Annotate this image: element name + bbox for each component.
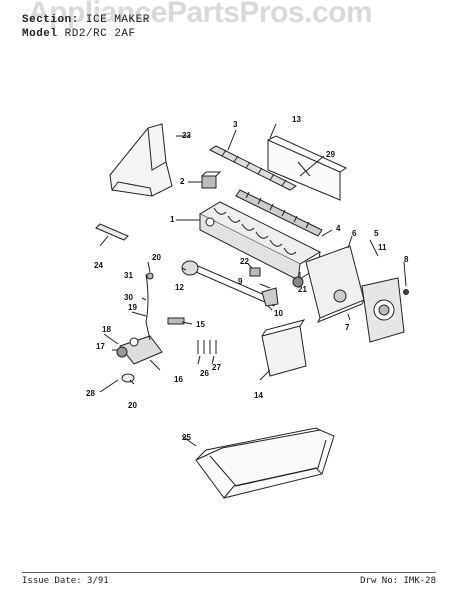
callout-26: 26 (200, 369, 209, 378)
part-28-clamp[interactable] (121, 373, 135, 383)
callout-3: 3 (233, 120, 238, 129)
callout-2: 2 (180, 177, 185, 186)
part-25-ice-bin[interactable] (195, 427, 335, 499)
callout-11: 11 (378, 243, 387, 252)
callout-23: 23 (182, 131, 191, 140)
callout-6: 6 (352, 229, 357, 238)
part-3-stripper[interactable] (209, 145, 297, 191)
drawing-no-label: Drw No: (360, 576, 399, 586)
callout-29: 29 (326, 150, 335, 159)
callout-21: 21 (298, 285, 307, 294)
callout-27: 27 (212, 363, 221, 372)
callout-30: 30 (124, 293, 133, 302)
part-6-housing[interactable] (305, 245, 365, 323)
callout-12: 12 (175, 283, 184, 292)
callout-25: 25 (182, 433, 191, 442)
issue-date-value: 3/91 (87, 576, 109, 586)
issue-date-label: Issue Date: (22, 576, 82, 586)
part-1-mold[interactable] (198, 201, 322, 281)
model-label: Model (22, 28, 58, 40)
callout-18: 18 (102, 325, 111, 334)
section-line: Section: ICE MAKER (22, 14, 150, 26)
callout-31: 31 (124, 271, 133, 280)
model-value: RD2/RC 2AF (64, 28, 136, 40)
part-16-valve[interactable] (116, 335, 163, 365)
callout-20: 20 (128, 401, 137, 410)
part-14-cover[interactable] (261, 319, 307, 377)
callout-19: 19 (128, 303, 137, 312)
callout-4: 4 (336, 224, 341, 233)
callout-22: 22 (240, 257, 249, 266)
callout-24: 24 (94, 261, 103, 270)
part-4-ejector[interactable] (235, 189, 323, 237)
part-23-cover[interactable] (109, 123, 173, 197)
drawing-no-value: IMK-28 (403, 576, 436, 586)
callout-13: 13 (292, 115, 301, 124)
callout-14: 14 (254, 391, 263, 400)
part-10-bracket[interactable] (261, 287, 279, 307)
callout-20: 20 (152, 253, 161, 262)
part-13-shield[interactable] (267, 135, 348, 201)
callout-8: 8 (404, 255, 409, 264)
section-label: Section: (22, 14, 79, 26)
model-line: Model RD2/RC 2AF (22, 28, 136, 40)
part-2-thermostat[interactable] (201, 171, 222, 189)
drawing-number: Drw No: IMK-28 (360, 576, 436, 586)
callout-9: 9 (238, 277, 243, 286)
part-8-screw[interactable] (403, 289, 409, 295)
part-26-screws[interactable] (197, 340, 211, 354)
part-12-arm[interactable] (181, 260, 277, 307)
callout-17: 17 (96, 342, 105, 351)
callout-7: 7 (345, 323, 350, 332)
part-24-strip[interactable] (95, 223, 129, 241)
callout-1: 1 (170, 215, 175, 224)
part-30-tube[interactable] (145, 272, 154, 341)
callout-28: 28 (86, 389, 95, 398)
callout-10: 10 (274, 309, 283, 318)
issue-date: Issue Date: 3/91 (22, 576, 109, 586)
callout-16: 16 (174, 375, 183, 384)
callout-5: 5 (374, 229, 379, 238)
section-value: ICE MAKER (85, 14, 150, 26)
part-22-switch[interactable] (249, 267, 261, 277)
part-21-motor[interactable] (292, 276, 304, 288)
callout-15: 15 (196, 320, 205, 329)
part-11-plate[interactable] (361, 277, 405, 343)
part-15-connector[interactable] (167, 317, 185, 325)
footer-rule (22, 572, 436, 573)
callout-labels: 1234567891011121314151617181920202122232… (86, 115, 409, 442)
